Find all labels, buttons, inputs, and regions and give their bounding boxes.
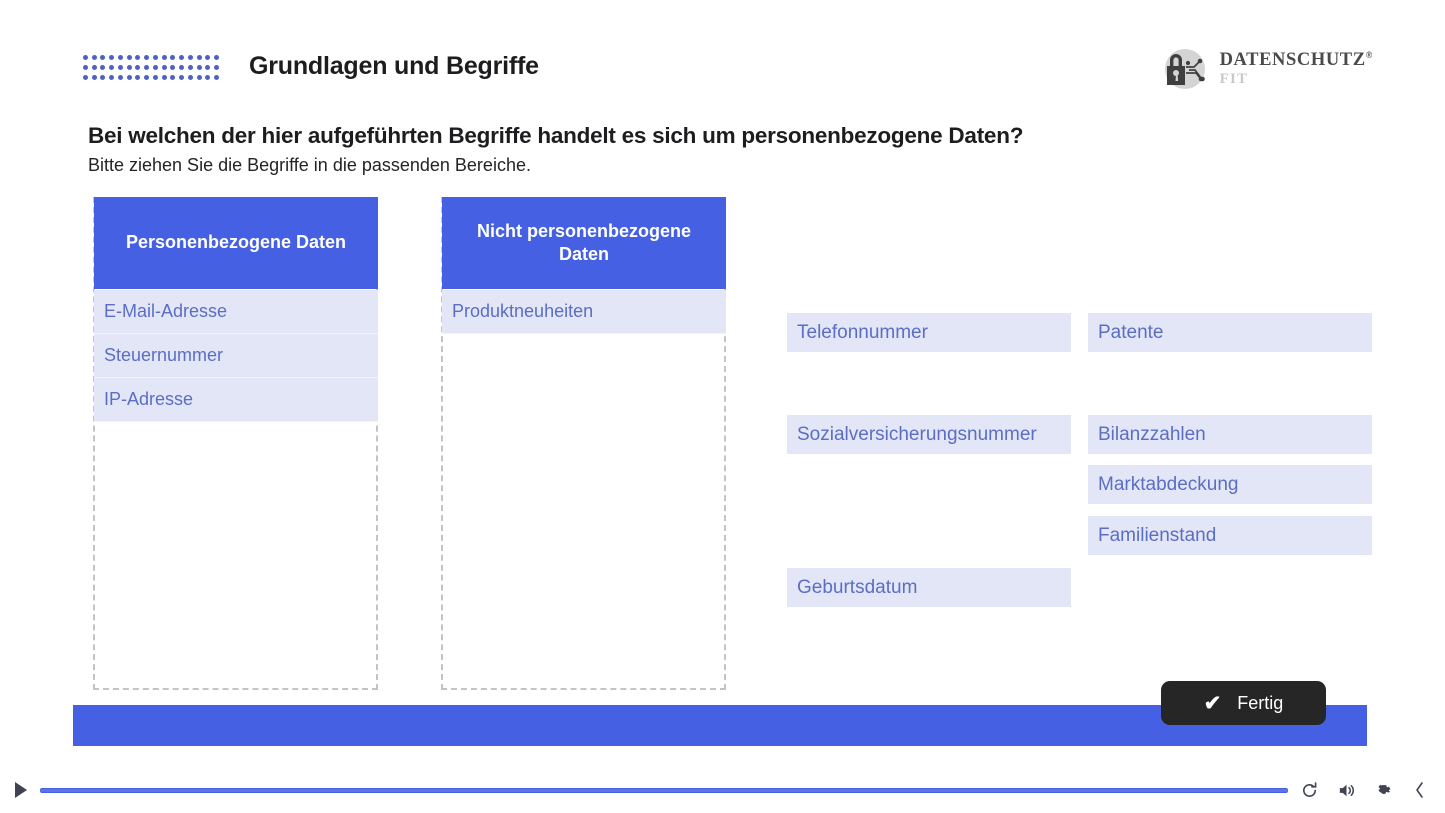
dot bbox=[170, 64, 176, 70]
dot bbox=[144, 64, 150, 70]
dot bbox=[91, 64, 97, 70]
done-button-label: Fertig bbox=[1237, 692, 1284, 713]
padlock-circuit-icon bbox=[1155, 45, 1211, 93]
play-icon[interactable] bbox=[8, 777, 34, 803]
dot bbox=[144, 74, 150, 80]
brand-subname: FIT bbox=[1219, 70, 1249, 87]
instruction-text: Bitte ziehen Sie die Begriffe in die pas… bbox=[88, 155, 531, 175]
settings-gear-icon[interactable] bbox=[1372, 779, 1394, 801]
dot bbox=[100, 64, 106, 70]
dropzone-items-personenbezogene: E-Mail-Adresse Steuernummer IP-Adresse bbox=[94, 290, 378, 422]
drop-item[interactable]: Produktneuheiten bbox=[442, 290, 726, 334]
dot bbox=[161, 54, 167, 60]
dropzone-items-nicht-personenbezogene: Produktneuheiten bbox=[442, 290, 726, 334]
dot bbox=[187, 74, 193, 80]
dot bbox=[126, 74, 132, 80]
check-icon: ✔ bbox=[1203, 691, 1222, 715]
dot bbox=[196, 64, 202, 70]
dot bbox=[109, 54, 115, 60]
dropzone-title-personenbezogene: Personenbezogene Daten bbox=[94, 197, 378, 289]
dot bbox=[91, 74, 97, 80]
brand-name: DATENSCHUTZ bbox=[1219, 50, 1366, 71]
question-text: Bei welchen der hier aufgeführten Begrif… bbox=[88, 123, 1024, 148]
dot bbox=[126, 64, 132, 70]
draggable-chip-geburtsdatum[interactable]: Geburtsdatum bbox=[787, 568, 1071, 607]
dot bbox=[100, 54, 106, 60]
draggable-chip-marktabdeckung[interactable]: Marktabdeckung bbox=[1088, 465, 1372, 504]
drop-item[interactable]: IP-Adresse bbox=[94, 378, 378, 422]
dot bbox=[117, 64, 123, 70]
decorative-dot-grid bbox=[81, 52, 221, 82]
dot bbox=[135, 54, 141, 60]
dot bbox=[205, 64, 211, 70]
drop-item[interactable]: Steuernummer bbox=[94, 334, 378, 378]
draggable-chip-bilanzzahlen[interactable]: Bilanzzahlen bbox=[1088, 415, 1372, 454]
dot bbox=[161, 74, 167, 80]
dot bbox=[187, 64, 193, 70]
dot bbox=[170, 54, 176, 60]
collapse-chevron-left-icon[interactable] bbox=[1409, 779, 1431, 801]
draggable-chip-familienstand[interactable]: Familienstand bbox=[1088, 516, 1372, 555]
player-toolbar bbox=[0, 766, 1445, 813]
player-icon-group bbox=[1298, 779, 1431, 801]
dot bbox=[91, 54, 97, 60]
dot bbox=[82, 64, 88, 70]
dot bbox=[109, 64, 115, 70]
dot bbox=[187, 54, 193, 60]
dot bbox=[214, 54, 220, 60]
drop-item[interactable]: E-Mail-Adresse bbox=[94, 290, 378, 334]
footer-accent-bar bbox=[73, 705, 1367, 746]
dot bbox=[135, 74, 141, 80]
dot bbox=[152, 54, 158, 60]
dot bbox=[161, 64, 167, 70]
dot bbox=[214, 74, 220, 80]
dot bbox=[214, 64, 220, 70]
dot bbox=[170, 74, 176, 80]
dot bbox=[205, 74, 211, 80]
dot bbox=[179, 64, 185, 70]
draggable-chip-patente[interactable]: Patente bbox=[1088, 313, 1372, 352]
dot bbox=[152, 64, 158, 70]
draggable-chip-sozialversicherungsnummer[interactable]: Sozialversicherungsnummer bbox=[787, 415, 1071, 454]
dot bbox=[117, 74, 123, 80]
progress-scrubber[interactable] bbox=[40, 787, 1288, 793]
done-button[interactable]: ✔ Fertig bbox=[1161, 681, 1326, 725]
dot bbox=[179, 54, 185, 60]
dot bbox=[135, 64, 141, 70]
page-title: Grundlagen und Begriffe bbox=[249, 52, 539, 80]
dot bbox=[82, 54, 88, 60]
dot bbox=[117, 54, 123, 60]
dot bbox=[82, 74, 88, 80]
registered-mark: ® bbox=[1365, 50, 1373, 61]
dot bbox=[196, 54, 202, 60]
replay-icon[interactable] bbox=[1298, 779, 1320, 801]
brand-wordmark: DATENSCHUTZ® FIT bbox=[1220, 51, 1373, 87]
dot bbox=[126, 54, 132, 60]
dot bbox=[100, 74, 106, 80]
dot bbox=[179, 74, 185, 80]
dot bbox=[152, 74, 158, 80]
dot bbox=[205, 54, 211, 60]
draggable-chip-telefonnummer[interactable]: Telefonnummer bbox=[787, 313, 1071, 352]
dot bbox=[144, 54, 150, 60]
volume-icon[interactable] bbox=[1335, 779, 1357, 801]
brand-logo: DATENSCHUTZ® FIT bbox=[1155, 45, 1373, 93]
dot bbox=[196, 74, 202, 80]
dropzone-title-nicht-personenbezogene: Nicht personenbezogene Daten bbox=[442, 197, 726, 289]
dot bbox=[109, 74, 115, 80]
